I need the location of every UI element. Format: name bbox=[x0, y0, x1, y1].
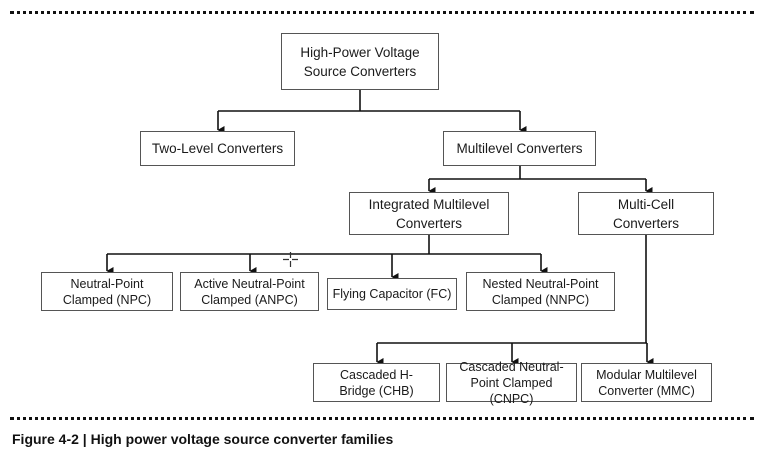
top-dotted-rule bbox=[10, 11, 754, 14]
node-two-level-label: Two-Level Converters bbox=[151, 141, 284, 156]
node-multilevel-label: Multilevel Converters bbox=[456, 141, 583, 156]
node-npc-label: Neutral-Point Clamped (NPC) bbox=[62, 276, 152, 307]
node-root: High-Power Voltage Source Converters bbox=[281, 33, 439, 90]
node-cnpc: Cascaded Neutral-Point Clamped (CNPC) bbox=[446, 360, 577, 406]
node-cnpc-label: Cascaded Neutral-Point Clamped (CNPC) bbox=[459, 359, 564, 406]
node-npc: Neutral-Point Clamped (NPC) bbox=[41, 272, 173, 311]
crosshair-cursor-icon bbox=[283, 252, 298, 267]
node-chb: Cascaded H-Bridge (CHB) bbox=[313, 363, 440, 402]
node-chb-label: Cascaded H-Bridge (CHB) bbox=[339, 367, 414, 398]
node-mmc-label: Modular Multilevel Converter (MMC) bbox=[596, 367, 697, 398]
node-nnpc-label: Nested Neutral-Point Clamped (NNPC) bbox=[482, 276, 599, 307]
node-anpc: Active Neutral-Point Clamped (ANPC) bbox=[180, 272, 319, 311]
node-multi-cell-converters: Multi-Cell Converters bbox=[578, 192, 714, 235]
node-fc: Flying Capacitor (FC) bbox=[327, 278, 457, 310]
node-integrated-multilevel-converters: Integrated Multilevel Converters bbox=[349, 192, 509, 235]
node-multilevel-converters: Multilevel Converters bbox=[443, 131, 596, 166]
node-fc-label: Flying Capacitor (FC) bbox=[332, 287, 452, 301]
node-anpc-label: Active Neutral-Point Clamped (ANPC) bbox=[194, 276, 305, 307]
node-nnpc: Nested Neutral-Point Clamped (NNPC) bbox=[466, 272, 615, 311]
node-root-label: High-Power Voltage Source Converters bbox=[300, 44, 420, 79]
node-integrated-label: Integrated Multilevel Converters bbox=[368, 196, 490, 231]
node-two-level-converters: Two-Level Converters bbox=[140, 131, 295, 166]
node-mmc: Modular Multilevel Converter (MMC) bbox=[581, 363, 712, 402]
bottom-dotted-rule bbox=[10, 417, 754, 420]
figure-caption: Figure 4-2 | High power voltage source c… bbox=[12, 431, 394, 447]
node-multicell-label: Multi-Cell Converters bbox=[612, 196, 680, 231]
